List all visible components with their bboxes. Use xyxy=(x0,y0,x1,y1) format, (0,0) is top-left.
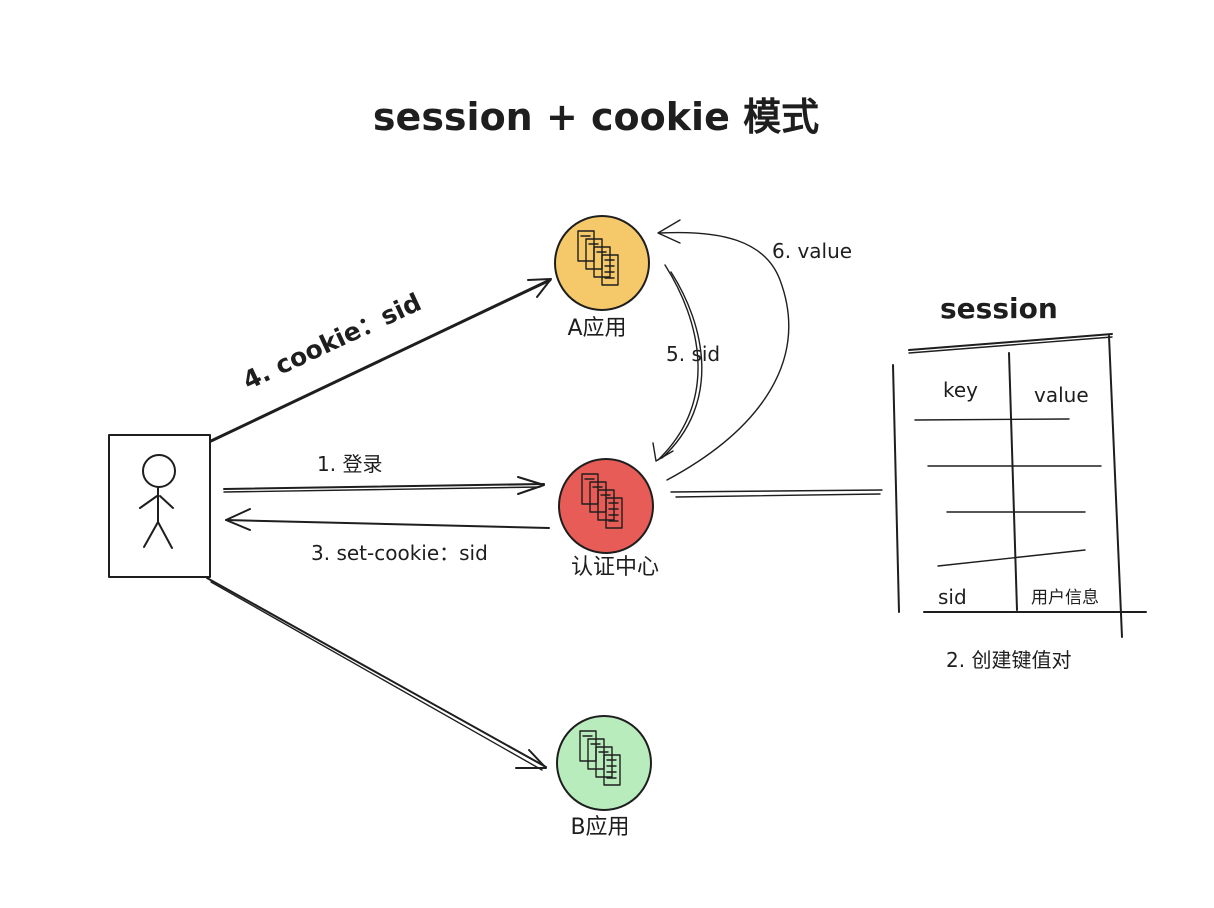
diagram-title: session + cookie 模式 xyxy=(373,95,819,139)
arrow-step5 xyxy=(652,264,703,462)
arrow-step1-label: 1. 登录 xyxy=(317,452,382,476)
arrow-step1 xyxy=(223,476,545,495)
session-table-title: session xyxy=(940,292,1058,325)
session-cell-user-info: 用户信息 xyxy=(1031,588,1099,608)
session-header-key: key xyxy=(943,378,978,402)
user-head xyxy=(142,454,176,488)
user-box xyxy=(108,434,211,578)
session-header-value: value xyxy=(1034,383,1089,407)
arrow-step5-label: 5. sid xyxy=(666,342,720,366)
app-a-label: A应用 xyxy=(567,316,626,341)
app-b-node xyxy=(556,715,652,811)
arrow-step4 xyxy=(209,278,552,443)
session-link-line xyxy=(670,489,883,498)
arrow-step6 xyxy=(657,219,790,481)
session-table xyxy=(892,333,1147,638)
arrow-step6-label: 6. value xyxy=(772,239,852,263)
arrow-step3 xyxy=(225,508,550,531)
arrow-step3-label: 3. set-cookie：sid xyxy=(311,541,488,565)
arrow-user-to-app-b xyxy=(206,577,547,771)
auth-center-label: 认证中心 xyxy=(571,555,659,580)
app-a-node xyxy=(554,215,650,311)
app-b-label: B应用 xyxy=(570,815,629,840)
auth-center-node xyxy=(558,458,654,554)
arrow-step4-label: 4. cookie：sid xyxy=(238,287,425,395)
arrow-step2-label: 2. 创建键值对 xyxy=(946,648,1071,672)
session-cell-sid: sid xyxy=(938,585,967,609)
